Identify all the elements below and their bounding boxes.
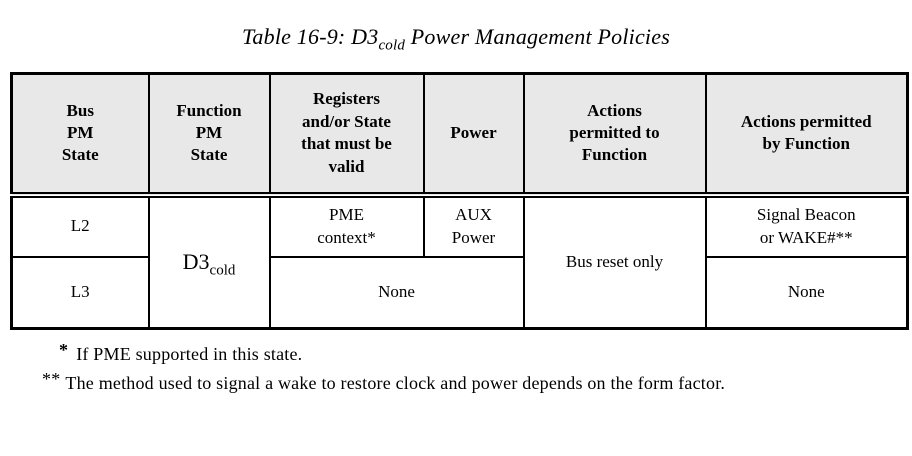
table-caption: Table 16-9: D3cold Power Management Poli… [0, 24, 912, 54]
cell-power-aux: AUX Power [422, 193, 525, 258]
caption-subscript: cold [378, 37, 406, 54]
d3cold-base: D3 [182, 249, 210, 275]
footnote-wake-method: ** The method used to signal a wake to r… [0, 369, 912, 395]
footnote-pme-supported: * If PME supported in this state. [0, 340, 912, 366]
cell-function-pm-state-d3cold: D3cold [147, 193, 271, 330]
cell-bus-pm-state-l2: L2 [10, 193, 150, 258]
footnote-marker-double-asterisk: ** [42, 368, 61, 389]
header-actions-permitted-to-function: Actions permitted to Function [522, 72, 707, 198]
caption-suffix: Power Management Policies [405, 24, 670, 49]
header-actions-permitted-by-function: Actions permitted by Function [704, 72, 909, 198]
cell-bus-pm-state-l3: L3 [10, 255, 150, 330]
footnote-marker-single-asterisk: * [59, 340, 69, 360]
cell-actions-by-function-l3: None [704, 255, 909, 330]
cell-registers-pme-context: PME context* [268, 193, 425, 258]
document-page: Table 16-9: D3cold Power Management Poli… [0, 24, 912, 394]
header-power: Power [422, 72, 525, 198]
caption-prefix: Table 16-9: D3 [242, 24, 379, 49]
footnote-text: The method used to signal a wake to rest… [65, 372, 726, 393]
d3cold-subscript: cold [209, 262, 236, 279]
header-function-pm-state: Function PM State [147, 72, 271, 198]
cell-actions-by-function-l2: Signal Beacon or WAKE#** [704, 193, 909, 258]
table-row-l2: L2 D3cold PME context* AUX Power Bus res… [10, 193, 909, 330]
cell-registers-power-none: None [268, 255, 525, 330]
table-row-l3: L3 None None [10, 255, 909, 330]
header-registers-state-valid: Registers and/or State that must be vali… [268, 72, 425, 198]
footnotes: * If PME supported in this state. ** The… [0, 340, 912, 395]
cell-actions-to-function-bus-reset: Bus reset only [522, 193, 707, 330]
table-header-row: Bus PM State Function PM State Registers… [10, 72, 909, 198]
footnote-text: If PME supported in this state. [76, 344, 303, 364]
header-bus-pm-state: Bus PM State [10, 72, 150, 198]
power-management-policies-table: Bus PM State Function PM State Registers… [10, 72, 909, 330]
